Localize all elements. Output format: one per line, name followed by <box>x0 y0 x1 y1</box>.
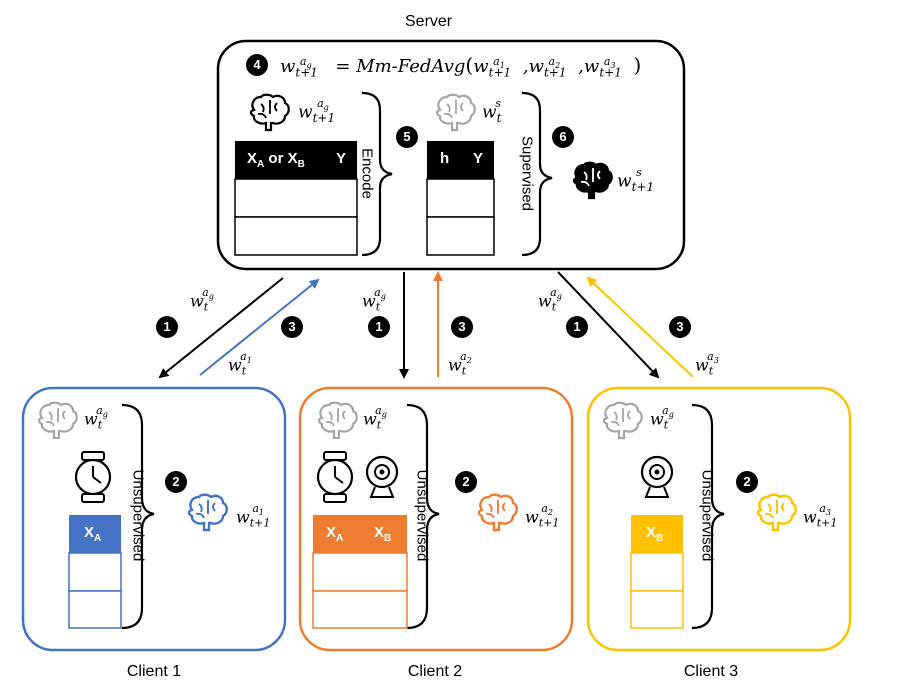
step-1-label-client2: 1 <box>375 319 383 334</box>
supervised-brace <box>521 91 553 257</box>
server-table-encoded-header-y: Y <box>473 150 484 167</box>
server-supervised-updated-weight: wt+1s <box>617 166 655 195</box>
client2-caption: Client 2 <box>407 663 463 680</box>
watch-icon-client1 <box>74 451 112 503</box>
server-table-encoded-header-h: h <box>440 150 450 167</box>
client1-brace <box>121 403 155 630</box>
arrow1-weight-client1: wtag <box>190 286 214 314</box>
server-table-raw-header-y: Y <box>336 150 347 167</box>
brain-icon-server-supervised-gray <box>435 93 476 132</box>
watch-icon-client2 <box>316 451 354 503</box>
encode-brace <box>361 91 393 257</box>
client2-table-header-xb: XB <box>374 524 392 544</box>
client1-local-weight: wt+1a1 <box>236 502 271 530</box>
brain-icon-server-global <box>249 93 290 132</box>
client2-local-weight: wt+1a2 <box>525 502 560 530</box>
server-table-raw <box>234 141 358 256</box>
arrow-client3-to-server <box>586 276 694 378</box>
arrow1-weight-client2: wtag <box>362 286 386 314</box>
client3-table <box>630 515 684 629</box>
server-table-raw-header-x: XA or XB <box>247 150 305 170</box>
encode-label: Encode <box>358 148 376 199</box>
brain-icon-client3-global <box>602 401 643 440</box>
step-2-label-client2: 2 <box>462 474 470 489</box>
client3-global-weight: wtag <box>650 404 674 432</box>
brain-icon-client2-global <box>317 401 358 440</box>
server-global-weight: wt+1ag <box>298 97 336 126</box>
server-title: Server <box>405 13 453 30</box>
step-3-label-client3: 3 <box>676 319 684 334</box>
client2-table <box>312 515 408 629</box>
client3-unsupervised-label: Unsupervised <box>698 469 716 562</box>
brain-icon-client2-local <box>477 493 518 532</box>
step-1-label-client3: 1 <box>573 319 581 334</box>
arrow3-weight-client3: wta3 <box>695 350 719 378</box>
arrow3-weight-client2: wta2 <box>448 350 472 378</box>
step-6-label: 6 <box>559 129 567 144</box>
step-4-label: 4 <box>253 57 261 72</box>
step-2-label-client3: 2 <box>743 474 751 489</box>
step-3-label-client1: 3 <box>288 319 296 334</box>
client1-caption: Client 1 <box>126 663 182 680</box>
arrow-client1-to-server <box>199 278 320 376</box>
server-supervised-weight: wts <box>482 97 502 126</box>
brain-icon-server-supervised-updated <box>572 161 613 200</box>
arrow-server-to-client3 <box>557 271 660 379</box>
arrow1-weight-client3: wtag <box>538 286 562 314</box>
client1-table-header-xa: XA <box>84 524 102 544</box>
brain-icon-client3-local <box>756 493 797 532</box>
arrow-server-to-client1 <box>158 277 284 379</box>
client1-global-weight: wtag <box>84 404 108 432</box>
client2-brace <box>406 403 440 630</box>
client3-brace <box>691 403 725 630</box>
client3-box <box>586 386 852 652</box>
formula-name: Mm-FedAvg <box>356 56 466 77</box>
step-circles <box>156 54 758 493</box>
client3-table-header-xb: XB <box>646 524 664 544</box>
client2-box <box>298 386 574 652</box>
step-2-label-client1: 2 <box>172 474 180 489</box>
client2-global-weight: wtag <box>363 404 387 432</box>
client3-caption: Client 3 <box>683 663 739 680</box>
client2-table-header-xa: XA <box>326 524 344 544</box>
client3-local-weight: wt+1a3 <box>803 502 838 530</box>
server-box <box>216 39 686 271</box>
step-1-label-client1: 1 <box>163 319 171 334</box>
arrow3-weight-client1: wta1 <box>228 350 252 378</box>
client2-unsupervised-label: Unsupervised <box>413 469 431 562</box>
client1-table <box>68 515 122 629</box>
server-table-encoded <box>426 141 495 256</box>
brain-icon-client1-local <box>187 493 228 532</box>
step-3-label-client2: 3 <box>458 319 466 334</box>
webcam-icon-client2 <box>365 455 399 498</box>
step-5-label: 5 <box>403 129 411 144</box>
webcam-icon-client3 <box>640 455 674 498</box>
supervised-label: Supervised <box>518 135 536 212</box>
brain-icon-client1-global <box>37 401 78 440</box>
client1-box <box>21 386 287 652</box>
client1-unsupervised-label: Unsupervised <box>129 469 147 562</box>
aggregation-formula: wt+1ag = Mm-FedAvg(wt+1a1,wt+1a2,wt+1a3) <box>280 53 642 80</box>
